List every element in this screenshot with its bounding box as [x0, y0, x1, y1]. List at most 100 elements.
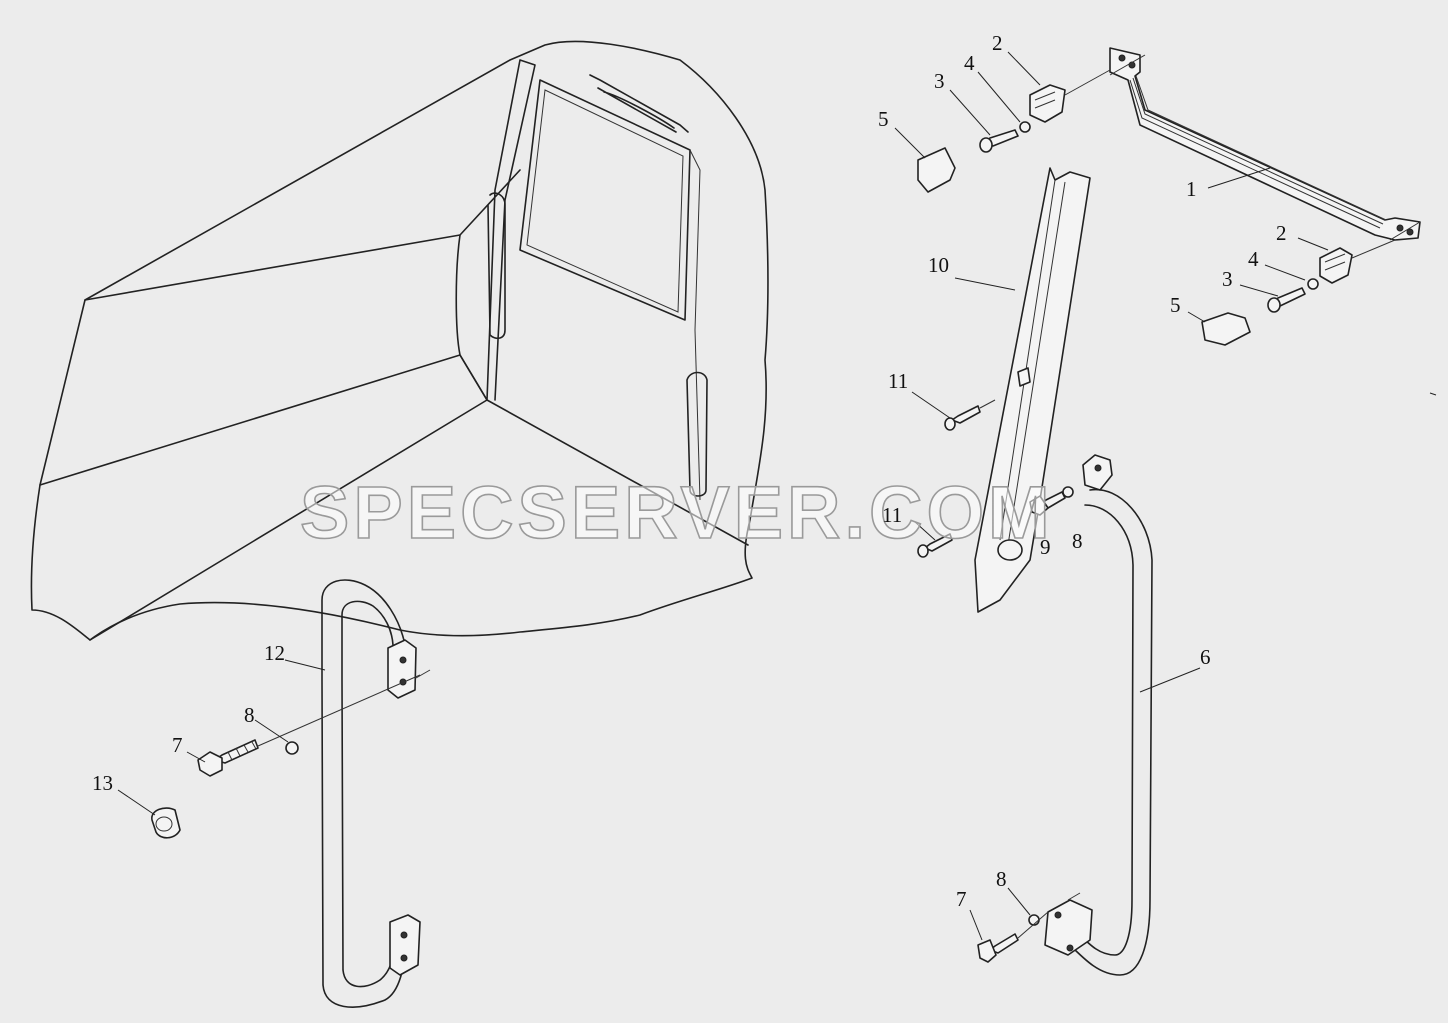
leader-7a [186, 751, 206, 763]
washer-8a [285, 741, 299, 755]
bolt-7a-thread [227, 741, 257, 761]
callout-3a: 3 [934, 69, 945, 93]
bolt-9-stack [1029, 486, 1074, 516]
callout-5a: 5 [878, 107, 889, 131]
leader-1 [1207, 167, 1271, 189]
bolt-7a-axis [257, 674, 421, 747]
pillar-trim-tab [1017, 367, 1031, 387]
bracket-2b-detail [1324, 253, 1346, 271]
cab-door-handle [686, 371, 708, 497]
grab-handle-tube-outer [1069, 488, 1153, 976]
part-12-step-handle [321, 579, 431, 1008]
callout-7a: 7 [172, 733, 183, 757]
roof-handle-ribs [1129, 75, 1387, 229]
cap-5b [1201, 312, 1251, 346]
cab-window [519, 79, 691, 321]
screw-11b [917, 533, 953, 558]
nut-13-bore [155, 816, 173, 832]
bolt-7b-stack [977, 911, 1049, 963]
callout-12: 12 [264, 641, 285, 665]
grab-handle-axis [1067, 892, 1081, 901]
screw-11b-head [917, 544, 929, 558]
step-handle-hole-1 [399, 656, 407, 664]
bolt-7b-axis [1017, 911, 1049, 939]
cab-pillar [486, 59, 536, 401]
bolt-7b-shank [989, 933, 1019, 954]
callout-13: 13 [92, 771, 113, 795]
callout-7b: 7 [956, 887, 967, 911]
screw-11b-shank [924, 533, 953, 552]
leader-11b [914, 521, 936, 541]
pillar-trim-boss [997, 539, 1023, 561]
cab-side-edge [455, 234, 488, 401]
step-handle-lower-bracket [389, 914, 421, 976]
screw-11a-head [944, 417, 956, 431]
bracket-2a-detail [1034, 91, 1056, 109]
bolt-9-head [1029, 495, 1049, 516]
callout-4b: 4 [1248, 247, 1259, 271]
leader-5a [894, 127, 926, 159]
leader-13 [117, 789, 156, 816]
cab-bottom-edge [486, 399, 749, 546]
callout-labels: 1 2 2 3 3 4 4 5 5 6 7 7 8 8 8 9 10 11 11… [92, 31, 1287, 911]
cab-lower-line [89, 399, 488, 641]
cab-front-edge [39, 354, 488, 486]
part-1-roof-handle [1109, 47, 1421, 241]
pillar-trim-inner [999, 179, 1066, 546]
roof-handle-hole-1 [1118, 54, 1126, 62]
callout-8a: 8 [244, 703, 255, 727]
callout-3b: 3 [1222, 267, 1233, 291]
cab-pillar-handle [487, 192, 506, 340]
leader-3b [1239, 284, 1279, 297]
callout-1: 1 [1186, 177, 1197, 201]
fastener-stack-lower [1201, 239, 1396, 346]
grab-handle-hole-2 [1054, 911, 1062, 919]
callout-9: 9 [1040, 535, 1051, 559]
leader-2b [1297, 237, 1329, 251]
callout-11a: 11 [888, 369, 908, 393]
leader-11a [911, 391, 951, 419]
cab-door-seam [689, 149, 701, 501]
step-handle-hole-4 [400, 954, 408, 962]
callout-4a: 4 [964, 51, 975, 75]
leader-4b [1264, 264, 1306, 281]
cab-window-inner [526, 89, 684, 313]
callout-2a: 2 [992, 31, 1003, 55]
bolt-7b-head [977, 939, 997, 963]
leader-6 [1139, 667, 1201, 693]
bolt-7a-stack [151, 674, 421, 839]
callout-6: 6 [1200, 645, 1211, 669]
step-handle-tube-inner [341, 600, 395, 988]
leader-8a [254, 719, 289, 743]
washer-4b [1307, 278, 1319, 290]
callout-11b: 11 [882, 503, 902, 527]
step-handle-upper-bracket [387, 639, 417, 699]
leader-3a [949, 89, 991, 136]
cab-body [30, 40, 769, 641]
leader-10 [954, 277, 1016, 291]
grab-handle-upper-bracket [1082, 454, 1113, 491]
screw-3b-head [1267, 297, 1281, 313]
bolt-7a-head [197, 751, 223, 777]
roof-handle-body [1109, 47, 1421, 241]
step-handle-hole-3 [400, 931, 408, 939]
washer-4a [1019, 121, 1031, 133]
screw-11a [944, 399, 996, 431]
screw-11a-shank [951, 405, 981, 424]
roof-handle-axis-1 [1109, 54, 1146, 76]
cap-5a [917, 147, 956, 193]
screw-3a-head [979, 137, 993, 153]
cab-outline [30, 40, 769, 641]
leader-lines [117, 51, 1437, 941]
roof-handle-hole-4 [1406, 228, 1414, 236]
part-6-grab-handle [1044, 454, 1153, 976]
nut-13 [151, 807, 181, 839]
callout-8b: 8 [1072, 529, 1083, 553]
bolt-7a-shank [214, 739, 259, 764]
grab-handle-hole-3 [1066, 944, 1074, 952]
leader-7b [969, 909, 983, 941]
callout-10: 10 [928, 253, 949, 277]
fastener-stack-upper [917, 69, 1111, 193]
